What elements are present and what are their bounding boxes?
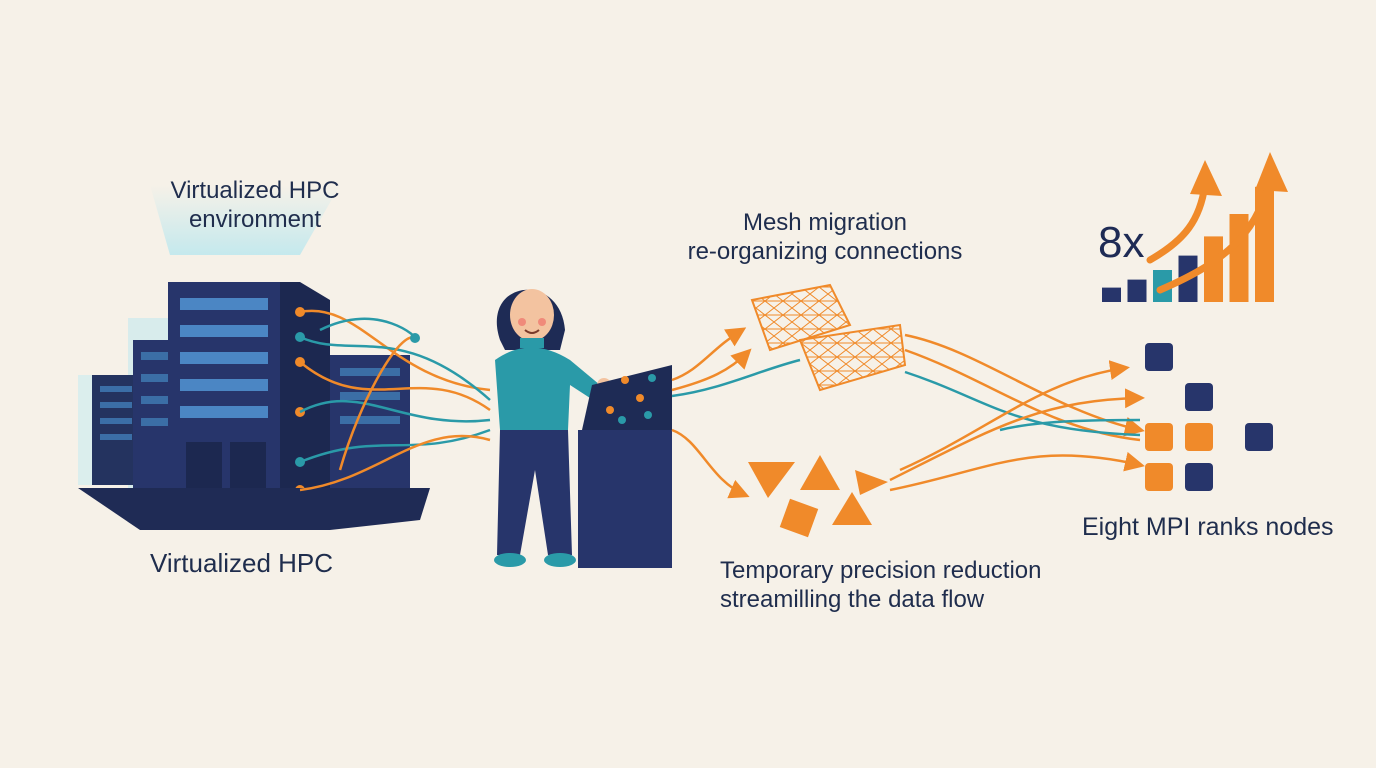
- environment-label-line-1: Virtualized HPC: [170, 177, 340, 204]
- mesh-migration-label: Mesh migration re-organizing connections: [680, 208, 970, 267]
- precision-label-line-1: Temporary precision reduction: [720, 557, 1042, 584]
- speedup-bar: [1204, 236, 1223, 302]
- speedup-label: 8x: [1098, 218, 1145, 267]
- triangle-icon: [748, 455, 888, 538]
- cable-bundle: [299, 309, 491, 492]
- control-panel-icon: [578, 365, 672, 568]
- mesh-icon: [750, 283, 907, 392]
- bar-chart-icon: [1102, 186, 1274, 302]
- node-square-icon: [1145, 423, 1173, 451]
- mpi-node-grid: [1145, 343, 1273, 491]
- flow-lines: [671, 327, 801, 499]
- mesh-label-line-1: Mesh migration: [742, 209, 908, 236]
- mesh-label-line-2: re-organizing connections: [687, 238, 963, 266]
- arrow-heads: [1190, 152, 1288, 196]
- precision-label: Temporary precision reduction streamilli…: [720, 556, 1041, 615]
- speedup-bar: [1127, 279, 1147, 302]
- node-square-icon: [1145, 343, 1173, 371]
- speedup-bar: [1102, 287, 1121, 302]
- environment-label-line-2: environment: [188, 206, 322, 234]
- node-square-icon: [1185, 423, 1213, 451]
- server-rack-icon: [78, 185, 430, 530]
- environment-label: Virtualized HPC environment: [150, 176, 360, 235]
- node-square-icon: [1185, 463, 1213, 491]
- node-square-icon: [1185, 383, 1213, 411]
- precision-label-line-2: streamilling the data flow: [720, 586, 985, 614]
- node-square-icon: [1145, 463, 1173, 491]
- hpc-label: Virtualized HPC: [150, 548, 334, 578]
- node-square-icon: [1245, 423, 1273, 451]
- mpi-ranks-label: Eight MPI ranks nodes: [1082, 513, 1334, 541]
- converge-lines: [889, 333, 1145, 492]
